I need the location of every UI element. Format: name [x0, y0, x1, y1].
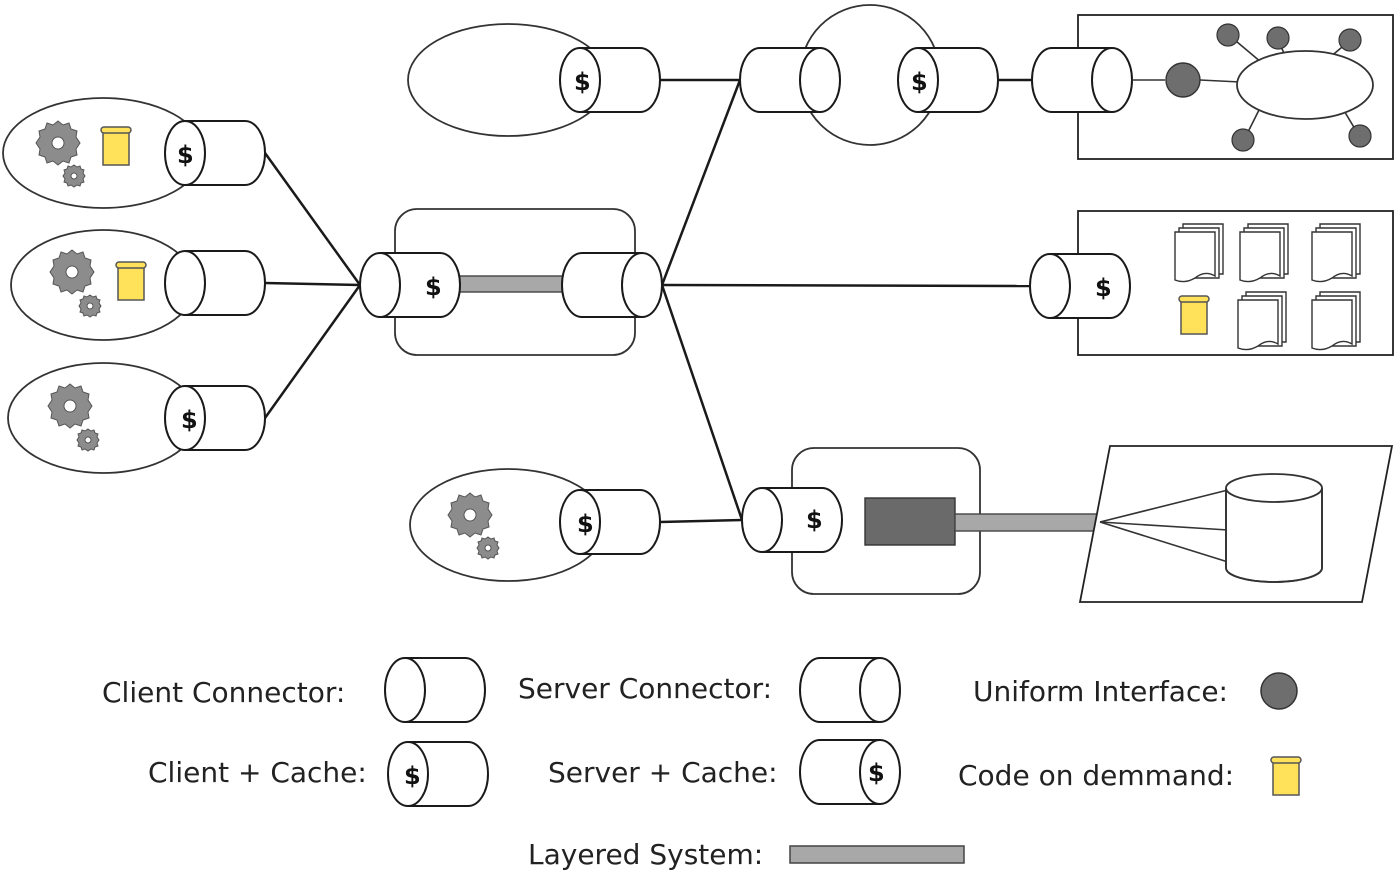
server-node-documents: $	[1029, 210, 1394, 356]
code-scroll-icon	[115, 261, 147, 301]
legend-server-cache-label: Server + Cache:	[548, 756, 778, 789]
legend-server-connector-icon	[799, 657, 901, 723]
client-node-bottom: $	[409, 468, 661, 582]
server-connector	[1031, 47, 1133, 113]
legend-client-cache-label: Client + Cache:	[148, 756, 367, 789]
client-cache-connector	[164, 385, 266, 451]
code-scroll-icon	[100, 126, 132, 166]
cache-symbol: $	[806, 506, 823, 534]
server-connector	[739, 47, 841, 113]
client-node-3: $	[7, 362, 266, 474]
cache-symbol: $	[404, 762, 421, 790]
legend: Client Connector: Server Connector: Unif…	[102, 657, 1302, 871]
client-node-2	[10, 229, 266, 341]
gateway-node-bottom: $	[741, 447, 1101, 595]
server-cache-connector	[741, 487, 843, 553]
cache-symbol: $	[1095, 274, 1112, 302]
gateway-node-top: $	[739, 4, 999, 146]
cache-symbol: $	[868, 759, 885, 787]
layered-system-bar	[451, 275, 571, 293]
database-icon	[1225, 488, 1323, 583]
client-cache-connector	[559, 489, 661, 555]
uniform-interface-icon	[1165, 62, 1201, 98]
document-icon	[1311, 223, 1361, 283]
legend-client-connector-icon	[384, 657, 486, 723]
legend-client-connector-label: Client Connector:	[102, 676, 345, 709]
cache-symbol: $	[425, 273, 442, 301]
legend-code-on-demand-label: Code on demmand:	[958, 759, 1234, 792]
client-node-top: $	[407, 23, 661, 137]
server-cache-connector	[1029, 253, 1131, 319]
legend-layered-system-icon	[789, 845, 965, 864]
server-connector	[561, 252, 663, 318]
document-icon	[1239, 223, 1289, 283]
connection-lines	[263, 78, 1033, 524]
cache-symbol: $	[574, 68, 591, 96]
client-cache-connector	[359, 252, 461, 318]
cache-symbol: $	[177, 141, 194, 169]
gateway-box	[864, 497, 956, 546]
client-connector	[164, 250, 266, 316]
legend-uniform-interface-icon	[1260, 672, 1298, 710]
cache-symbol: $	[911, 68, 928, 96]
cache-symbol: $	[577, 510, 594, 538]
code-scroll-icon	[1178, 295, 1210, 335]
document-icon	[1311, 291, 1361, 351]
client-node-1: $	[2, 97, 266, 209]
legend-code-scroll-icon	[1270, 756, 1302, 796]
legend-server-connector-label: Server Connector:	[518, 672, 772, 705]
document-icon	[1237, 291, 1287, 351]
legend-server-cache-icon	[799, 739, 901, 805]
database-node	[1078, 445, 1394, 603]
proxy-node: $	[359, 208, 663, 356]
legend-client-cache-icon	[387, 741, 489, 807]
document-icon	[1174, 223, 1224, 283]
layered-system-bar	[954, 513, 1101, 532]
cache-symbol: $	[181, 406, 198, 434]
legend-uniform-interface-label: Uniform Interface:	[973, 675, 1228, 708]
legend-layered-system-label: Layered System:	[528, 838, 763, 871]
server-node-resources	[1031, 14, 1394, 160]
